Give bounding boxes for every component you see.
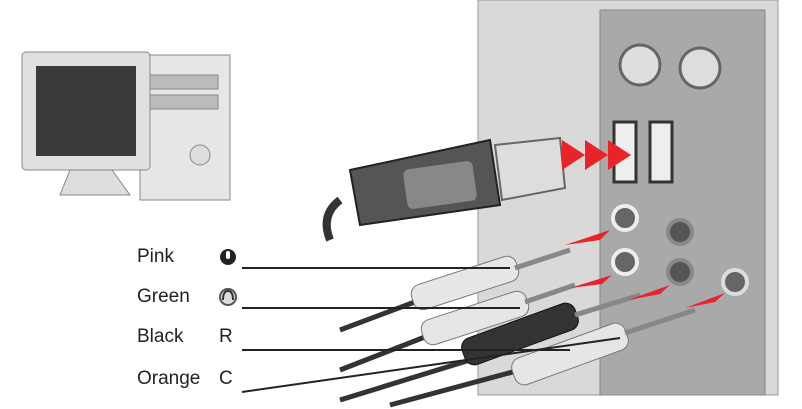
label-black-symbol: R xyxy=(219,326,233,347)
audio-arrows xyxy=(565,230,725,308)
leader-lines xyxy=(241,267,621,393)
label-green: Green xyxy=(137,286,190,307)
audio-jack xyxy=(721,268,749,296)
audio-jack xyxy=(666,218,694,246)
plug-pink xyxy=(410,247,571,311)
plug-green xyxy=(420,282,576,346)
usb-plug xyxy=(322,136,567,242)
audio-jack xyxy=(611,204,639,232)
ps2-port xyxy=(618,43,662,87)
audio-jack xyxy=(611,248,639,276)
label-orange: Orange xyxy=(137,368,201,389)
audio-jack xyxy=(666,258,694,286)
plug-orange xyxy=(511,307,696,386)
back-panel xyxy=(477,0,779,396)
microphone-icon xyxy=(220,249,236,265)
usb-port xyxy=(648,120,674,184)
ps2-port xyxy=(678,46,722,90)
computer-illustration xyxy=(21,51,231,201)
label-orange-symbol: C xyxy=(219,368,233,389)
label-black: Black xyxy=(137,326,184,347)
headphones-icon xyxy=(219,288,237,306)
usb-arrows xyxy=(562,140,631,170)
label-pink: Pink xyxy=(137,246,174,267)
